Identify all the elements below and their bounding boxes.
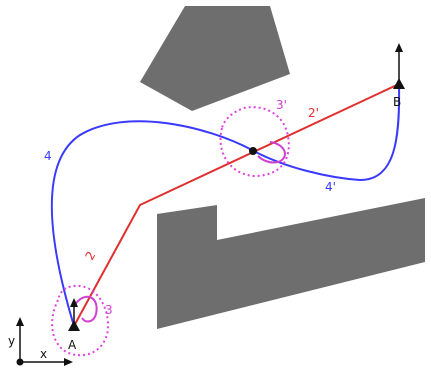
angle-arc-lower — [73, 295, 98, 323]
label-circle-upper: 3' — [276, 98, 287, 112]
heading-arrow-b-head — [395, 43, 403, 52]
label-point-a: A — [68, 338, 77, 352]
spline-path — [50, 83, 401, 327]
label-axis-x: x — [40, 347, 47, 361]
label-point-b: B — [393, 95, 401, 109]
polyline-path — [73, 83, 400, 327]
label-axis-y: y — [8, 334, 15, 348]
tolerance-circle-lower — [51, 284, 110, 357]
label-path-left: 4 — [44, 149, 52, 163]
obstacle-pentagon — [140, 6, 290, 111]
x-axis-arrowhead — [64, 358, 73, 366]
goal-marker-b — [393, 78, 405, 89]
axis-origin — [16, 358, 24, 366]
y-axis-arrowhead — [16, 317, 24, 326]
label-segment-upper: 2' — [308, 106, 319, 120]
angle-arc-upper — [257, 141, 286, 164]
obstacle-l-shape — [157, 198, 425, 329]
label-circle-lower: 3 — [105, 303, 113, 317]
label-segment-lower: 2 — [82, 249, 98, 263]
intermediate-waypoint — [249, 147, 257, 155]
start-marker-a — [68, 320, 80, 331]
heading-arrow-a-head — [70, 298, 78, 307]
label-path-right: 4' — [325, 180, 336, 194]
tolerance-circle-upper — [219, 106, 290, 178]
